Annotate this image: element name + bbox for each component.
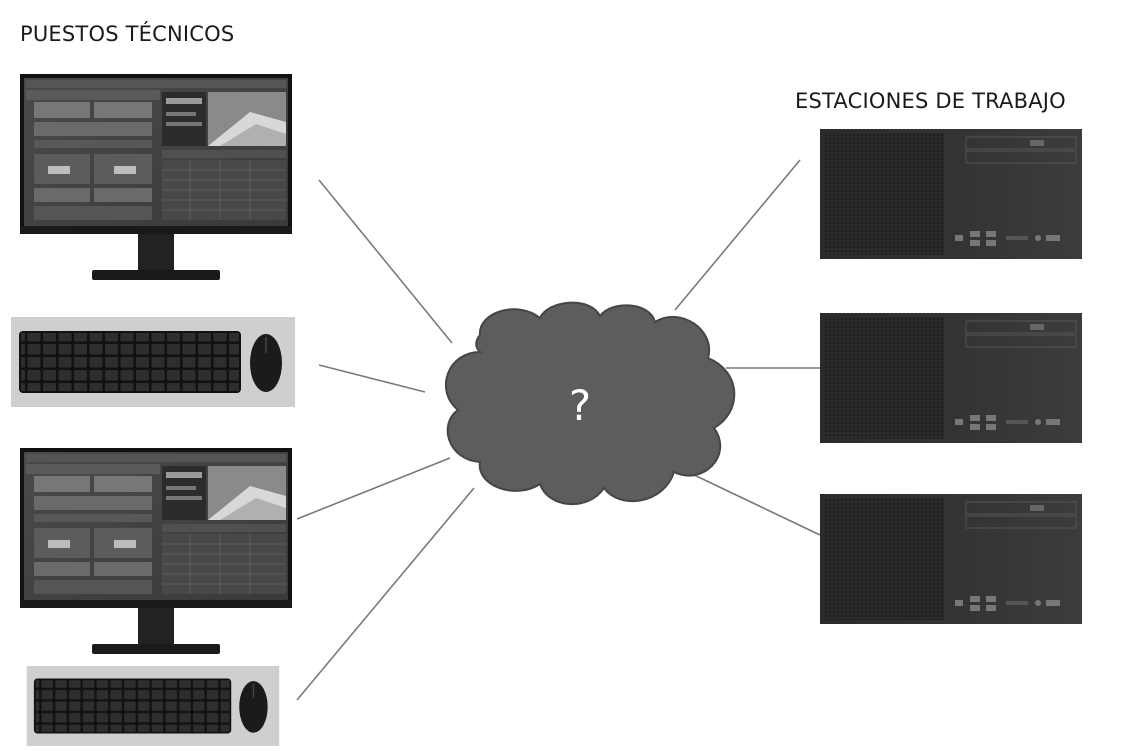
network-cloud: ? bbox=[444, 301, 736, 505]
connection-lines bbox=[296, 159, 821, 701]
left-group-title: PUESTOS TÉCNICOS bbox=[20, 22, 235, 46]
workstation-tower-2 bbox=[820, 313, 1082, 443]
link-workstation-1 bbox=[674, 159, 801, 311]
link-workstation-3 bbox=[689, 472, 821, 536]
technical-station-keyboard-2 bbox=[26, 666, 280, 746]
workstation-tower-1 bbox=[820, 129, 1082, 259]
link-monitor-1 bbox=[318, 179, 453, 344]
link-monitor-2 bbox=[296, 457, 451, 520]
technical-station-monitor-1 bbox=[20, 74, 292, 281]
technical-station-keyboard-1 bbox=[11, 317, 295, 407]
unknown-network-symbol: ? bbox=[569, 381, 591, 430]
technical-station-monitor-2 bbox=[20, 448, 292, 655]
right-group-title: ESTACIONES DE TRABAJO bbox=[795, 89, 1066, 113]
workstation-tower-3 bbox=[820, 494, 1082, 624]
link-keyboard-1 bbox=[318, 364, 426, 393]
link-keyboard-2 bbox=[296, 487, 475, 701]
